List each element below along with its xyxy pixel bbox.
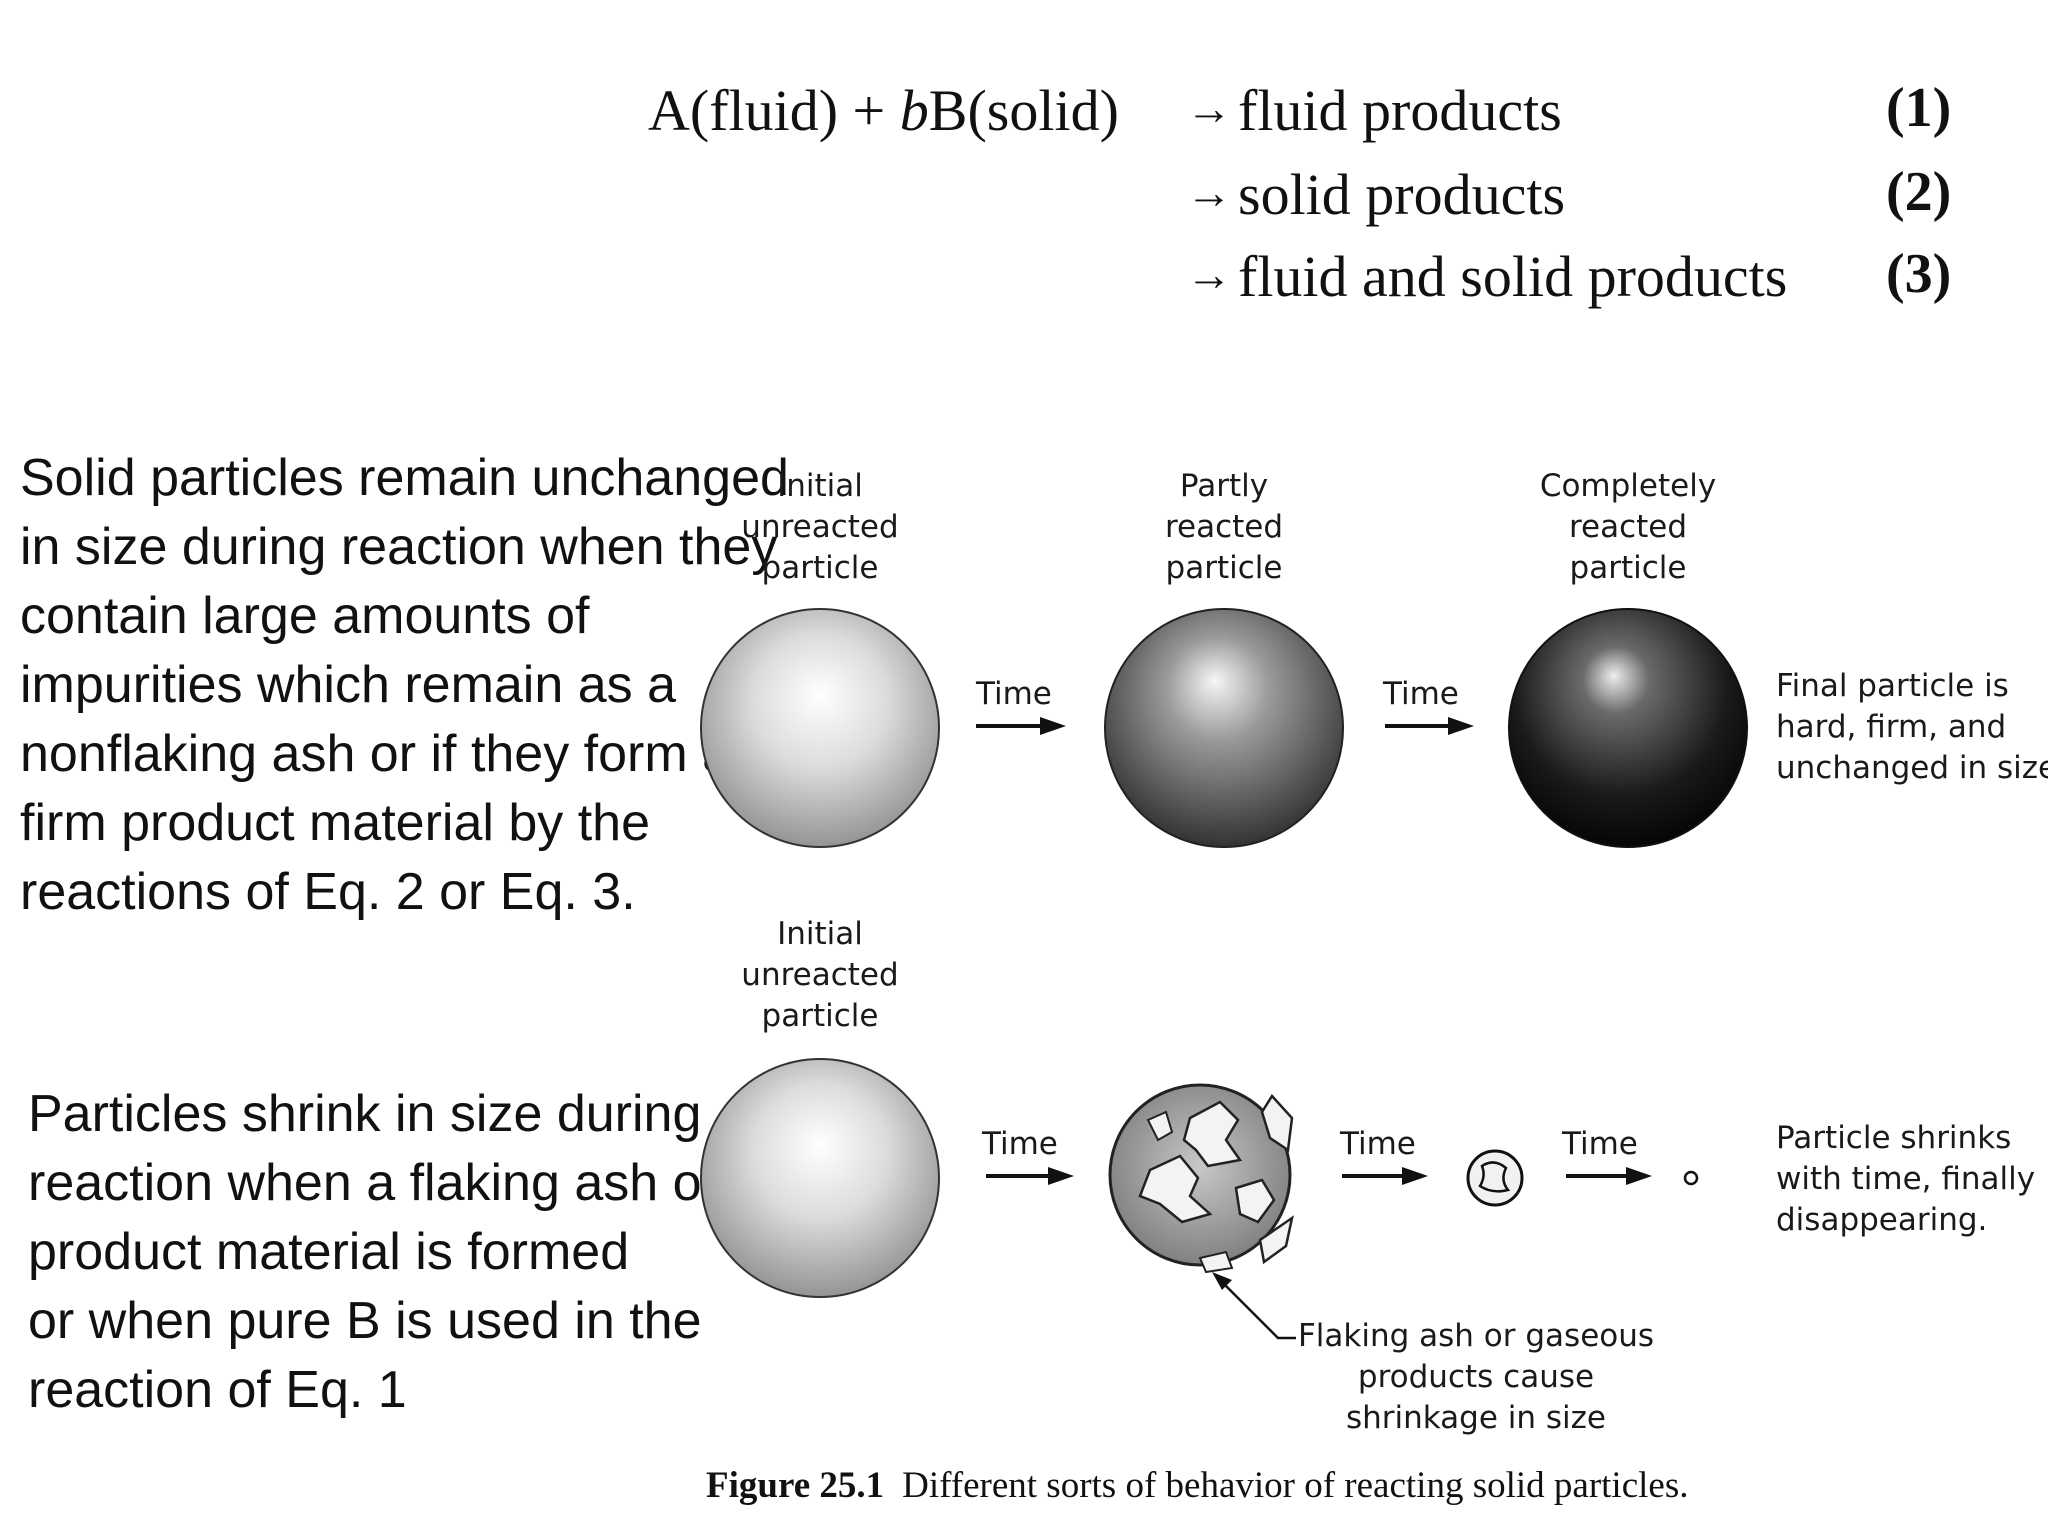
equation-products: solid products [1238,162,1566,227]
time-arrow [1566,1167,1652,1185]
partly-reacted-particle [1104,608,1344,848]
flaking-particle [1108,1083,1294,1274]
description-line: or when pure B is used in the [28,1292,702,1350]
reaction-arrow: → [1186,249,1232,300]
small-shrunk-particle [1466,1149,1524,1207]
reactants: A(fluid) + bB(solid) [648,78,1119,143]
description-unchanged-size: Solid particles remain unchanged in size… [20,444,789,927]
equation-number-2: (2) [1886,161,1952,223]
initial-unreacted-particle-row2 [700,1058,940,1298]
callout-leader [1212,1272,1296,1340]
figure-number: Figure 25.1 [706,1465,885,1506]
equation-number-3: (3) [1886,243,1952,305]
description-line: nonflaking ash or if they form a [20,725,732,783]
figure-caption: Figure 25.1 Different sorts of behavior o… [706,1464,1688,1507]
label-initial-unreacted: Initial unreacted particle [741,468,899,586]
reaction-arrow: → [1186,167,1232,218]
description-line: reactions of Eq. 2 or Eq. 3. [20,863,636,921]
equation-line-2: →solid products [1186,166,1565,224]
note-particle-shrinks: Particle shrinks with time, finally disa… [1776,1120,2036,1238]
equation-line-1: →fluid products [1186,82,1562,140]
caption-text: Different sorts of behavior of reacting … [902,1465,1689,1506]
time-arrow [1342,1167,1428,1185]
time-label: Time [1340,1126,1416,1162]
description-shrinking-size: Particles shrink in size during reaction… [28,1080,719,1425]
description-line: reaction when a flaking ash or [28,1154,719,1212]
time-arrow [986,1167,1074,1185]
description-line: contain large amounts of [20,587,590,645]
label-initial-unreacted-row2: Initial unreacted particle [741,916,899,1034]
time-label: Time [976,676,1052,712]
reaction-arrow: → [1186,83,1232,134]
time-arrow [976,717,1066,735]
time-arrow [1385,717,1474,735]
description-line: product material is formed [28,1223,630,1281]
callout-flaking-ash: Flaking ash or gaseous products cause sh… [1297,1318,1655,1436]
description-line: Particles shrink in size during [28,1085,702,1143]
equation-products: fluid and solid products [1238,244,1788,309]
description-line: impurities which remain as a [20,656,677,714]
equation-lhs: A(fluid) + bB(solid) [648,82,1119,140]
label-partly-reacted: Partly reacted particle [1164,468,1284,586]
description-line: in size during reaction when they [20,518,778,576]
vanishing-particle [1683,1170,1699,1186]
time-label: Time [982,1126,1058,1162]
time-label: Time [1383,676,1459,712]
description-line: firm product material by the [20,794,651,852]
completely-reacted-particle [1508,608,1748,848]
equation-number-1: (1) [1886,77,1952,139]
time-label: Time [1562,1126,1638,1162]
equation-line-3: →fluid and solid products [1186,248,1787,306]
initial-unreacted-particle [700,608,940,848]
equation-products: fluid products [1238,78,1562,143]
label-completely-reacted: Completely reacted particle [1539,468,1717,586]
description-line: reaction of Eq. 1 [28,1361,407,1419]
note-final-particle: Final particle is hard, firm, and unchan… [1776,668,2048,786]
description-line: Solid particles remain unchanged [20,449,789,507]
